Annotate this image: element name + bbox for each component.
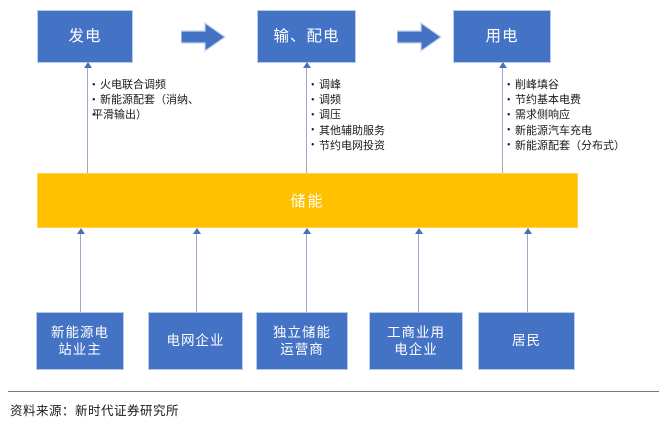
connector-storage-to-consumption-arrowhead xyxy=(498,62,507,68)
connector-storage-to-transmission xyxy=(306,68,307,173)
connector-storage-to-generation xyxy=(87,68,88,173)
connector-storage-to-transmission-arrowhead xyxy=(302,62,311,68)
list-item: 调频 xyxy=(311,93,385,108)
node-consumption[interactable]: 用电 xyxy=(453,10,551,63)
connector-participant-3-to-storage xyxy=(306,234,307,312)
arrow-transmission-to-consumption-icon xyxy=(396,21,443,53)
connector-participant-2-to-storage xyxy=(196,234,197,312)
node-residents-label: 居民 xyxy=(512,333,541,349)
consumption-applications-list: 削峰填谷 节约基本电费 需求侧响应 新能源汽车充电 新能源配套（分布式） xyxy=(507,77,625,154)
node-residents[interactable]: 居民 xyxy=(478,312,575,370)
label-line-2: 站业主 xyxy=(58,342,102,357)
list-item-text: 调频 xyxy=(319,94,341,107)
connector-participant-5-to-storage xyxy=(527,234,528,312)
node-generation-label: 发电 xyxy=(68,27,102,45)
list-item: 节约电网投资 xyxy=(311,138,385,154)
list-item: 调压 xyxy=(311,108,385,123)
connector-participant-3-arrowhead xyxy=(302,228,311,234)
list-item-continuation: 平滑输出） xyxy=(92,108,199,123)
list-item: 节约基本电费 xyxy=(507,93,625,108)
list-item-text: 需求侧响应 xyxy=(515,109,570,122)
list-item-text: 调压 xyxy=(319,109,341,122)
label-line-1: 工商业用 xyxy=(387,324,445,340)
list-item-text: 新能源配套（分布式） xyxy=(515,139,625,152)
connector-participant-4-arrowhead xyxy=(414,228,423,234)
label-line-1: 独立储能 xyxy=(273,324,331,340)
list-item-text: 平滑输出） xyxy=(92,109,147,122)
list-item-text: 调峰 xyxy=(319,79,341,91)
list-item-text: 节约电网投资 xyxy=(319,139,385,152)
node-independent-storage-operator-label: 独立储能 运营商 xyxy=(273,324,331,359)
list-item: 其他辅助服务 xyxy=(311,123,385,139)
connector-participant-1-to-storage xyxy=(80,234,81,312)
list-item-text: 节约基本电费 xyxy=(515,94,581,107)
storage-bar[interactable]: 储能 xyxy=(37,173,578,228)
storage-bar-label: 储能 xyxy=(290,194,325,210)
list-item-text: 新能源配套（消纳、 xyxy=(100,94,199,107)
list-item: 需求侧响应 xyxy=(507,108,625,123)
connector-storage-to-consumption xyxy=(502,68,503,173)
node-grid-enterprise[interactable]: 电网企业 xyxy=(148,312,243,370)
connector-participant-5-arrowhead xyxy=(523,228,532,234)
node-independent-storage-operator[interactable]: 独立储能 运营商 xyxy=(256,312,348,370)
node-new-energy-plant-owner-label: 新能源电 站业主 xyxy=(51,324,109,359)
list-item-text: 削峰填谷 xyxy=(515,79,559,91)
list-item: 调峰 xyxy=(311,77,385,93)
node-grid-enterprise-label: 电网企业 xyxy=(166,333,225,349)
arrow-generation-to-transmission-icon xyxy=(180,21,227,53)
transmission-applications-list: 调峰 调频 调压 其他辅助服务 节约电网投资 xyxy=(311,77,385,154)
label-line-2: 运营商 xyxy=(280,342,324,357)
node-transmission-distribution-label: 输、配电 xyxy=(273,27,340,45)
generation-applications-list: 火电联合调频 新能源配套（消纳、 平滑输出） xyxy=(92,77,199,124)
list-item-text: 其他辅助服务 xyxy=(319,124,385,137)
list-item: 新能源配套（消纳、 xyxy=(92,93,199,108)
node-consumption-label: 用电 xyxy=(485,27,519,45)
connector-participant-4-to-storage xyxy=(418,234,419,312)
list-item: 新能源汽车充电 xyxy=(507,123,625,139)
node-new-energy-plant-owner[interactable]: 新能源电 站业主 xyxy=(36,312,124,370)
list-item: 火电联合调频 xyxy=(92,77,199,93)
footer-divider xyxy=(8,391,659,392)
connector-storage-to-generation-arrowhead xyxy=(83,62,92,68)
label-line-1: 新能源电 xyxy=(51,324,109,340)
node-commercial-industrial-user-label: 工商业用 电企业 xyxy=(387,324,445,359)
connector-participant-1-arrowhead xyxy=(76,228,85,234)
node-commercial-industrial-user[interactable]: 工商业用 电企业 xyxy=(369,312,463,370)
connector-participant-2-arrowhead xyxy=(192,228,201,234)
list-item: 削峰填谷 xyxy=(507,77,625,93)
node-transmission-distribution[interactable]: 输、配电 xyxy=(257,10,356,63)
list-item: 新能源配套（分布式） xyxy=(507,138,625,154)
list-item-text: 新能源汽车充电 xyxy=(515,124,592,137)
list-item-text: 火电联合调频 xyxy=(100,79,166,91)
node-generation[interactable]: 发电 xyxy=(37,10,133,63)
label-line-2: 电企业 xyxy=(394,342,438,357)
source-note: 资料来源：新时代证券研究所 xyxy=(10,404,180,418)
